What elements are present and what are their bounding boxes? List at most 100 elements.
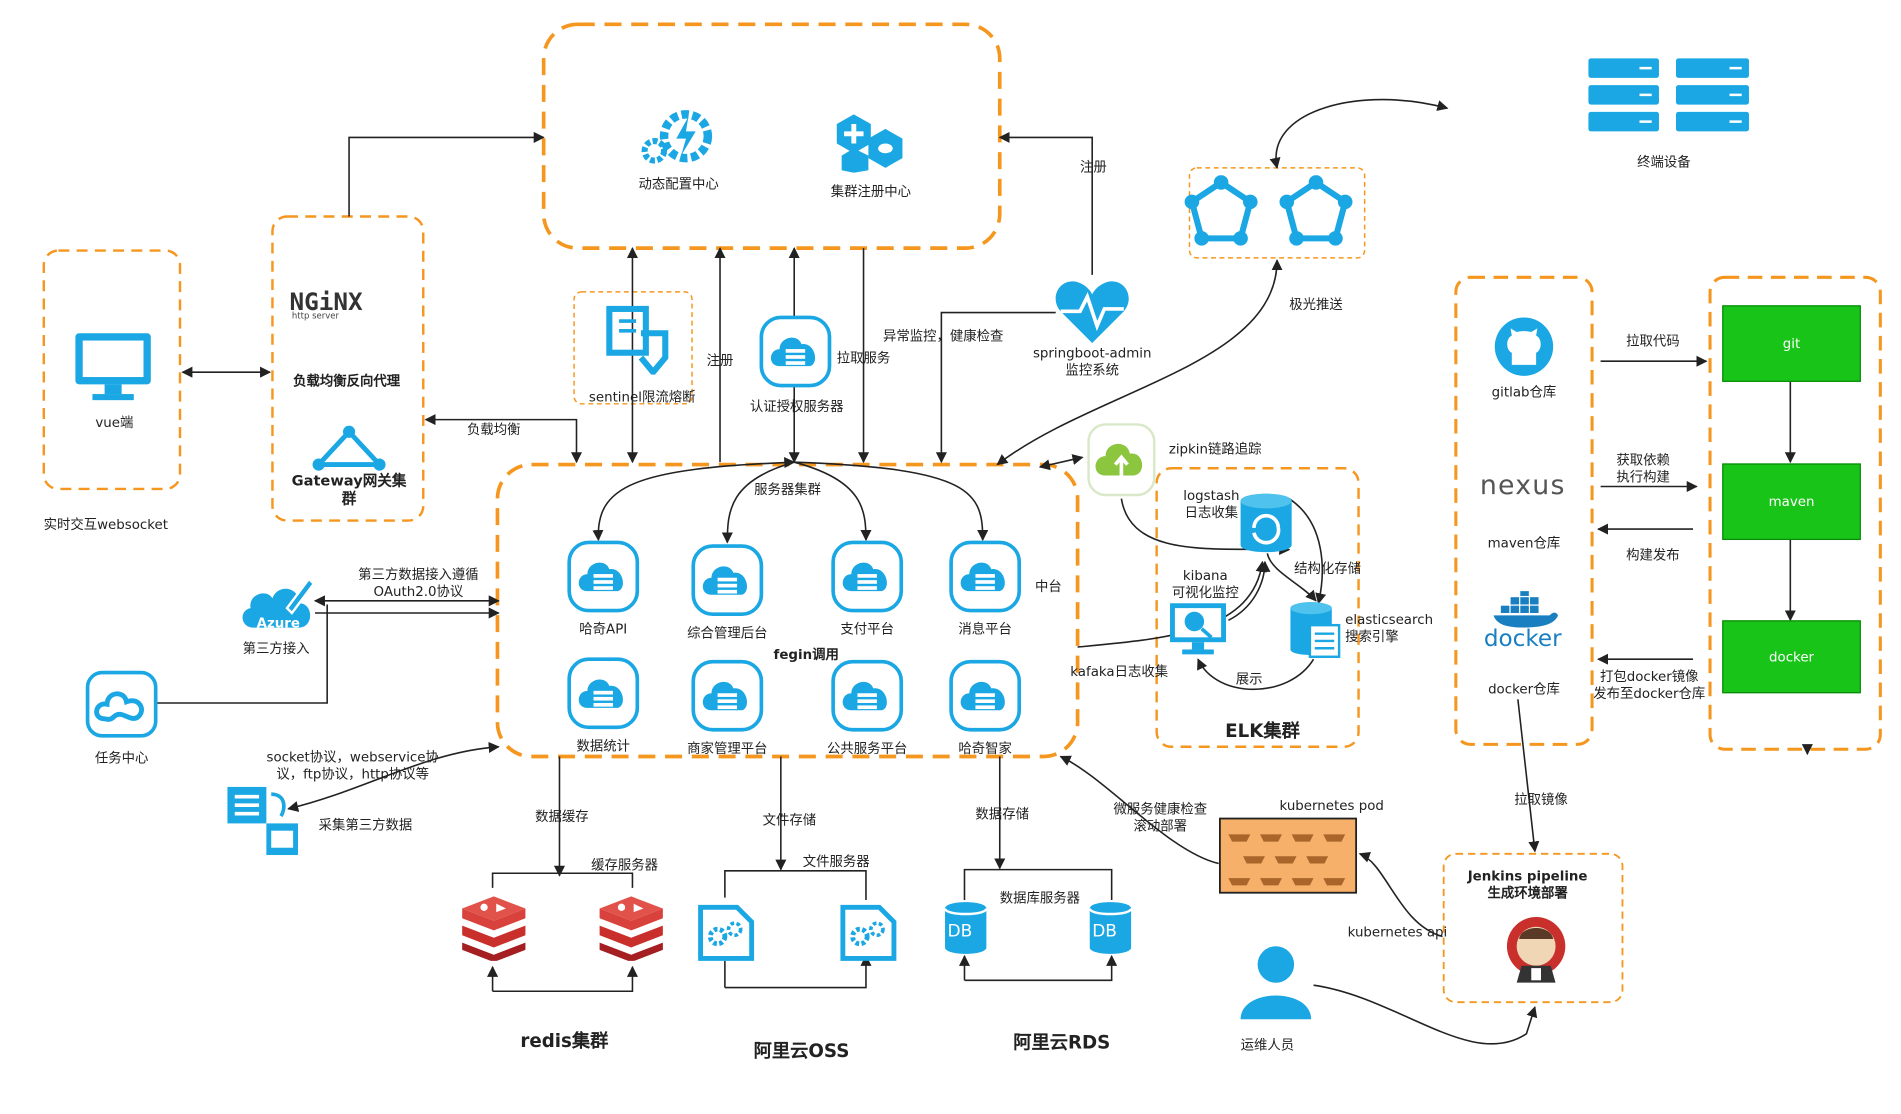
gear-bolt-icon: [641, 110, 713, 164]
docker-whale-icon: [1493, 591, 1559, 628]
jenkins-icon: [1506, 917, 1566, 983]
kibana-icon: [1170, 603, 1226, 655]
pull-image-label: 拉取镜像: [1514, 791, 1568, 808]
gateway-triangle-icon: [312, 425, 386, 471]
db-label-2: DB: [1092, 921, 1117, 942]
health-rolling-label: 微服务健康检查 滚动部署: [1113, 801, 1208, 835]
hexagon-cluster-icon: [836, 114, 903, 173]
file-storage-label: 文件存储: [762, 812, 817, 829]
service-label: 综合管理后台: [687, 625, 768, 641]
jpush-label: 极光推送: [1289, 296, 1343, 313]
sentinel-label: sentinel限流熔断: [588, 389, 696, 406]
fetch-deps-label: 获取依赖 执行构建: [1616, 452, 1670, 485]
data-cache-label: 数据缓存: [535, 808, 589, 825]
sentinel-icon: [606, 305, 669, 375]
server-cluster-label: 服务器集群: [754, 481, 821, 498]
elk-label: ELK集群: [1225, 720, 1300, 742]
pull-code-label: 拉取代码: [1626, 333, 1680, 350]
fegin-label: fegin调用: [773, 647, 839, 663]
file-server-label: 文件服务器: [802, 853, 870, 870]
pull-service-label: 拉取服务: [836, 350, 891, 367]
gitlab-label: gitlab仓库: [1491, 384, 1557, 401]
elk-frame: [1155, 467, 1360, 748]
kibana-label: kibana 可视化监控: [1171, 567, 1239, 601]
realtime-label: 实时交互websocket: [43, 516, 169, 533]
maven-box: maven: [1722, 463, 1861, 541]
collect-data-label: 采集第三方数据: [318, 817, 413, 834]
task-center-label: 任务中心: [94, 750, 149, 767]
logstash-label: logstash 日志收集: [1183, 487, 1240, 521]
nginx-label: 负载均衡反向代理: [293, 373, 401, 390]
task-center-icon: [85, 670, 158, 738]
elasticsearch-label: elasticsearch 搜索引擎: [1345, 611, 1434, 645]
logstash-icon: [1240, 493, 1292, 553]
springboot-admin-label: springboot-admin 监控系统: [1032, 345, 1152, 378]
redis-icon-1: [462, 896, 526, 961]
protocols-label: socket协议，webservice协 议，ftp协议，http协议等: [266, 749, 439, 782]
service-label: 数据统计: [576, 738, 631, 755]
display-label: 展示: [1235, 671, 1263, 688]
third-party-label: 第三方接入: [242, 640, 310, 657]
jpush-icon: [1184, 175, 1353, 246]
redis-cluster-label: redis集群: [520, 1030, 609, 1053]
gateway-label: Gateway网关集 群: [291, 471, 407, 508]
service-cloud-icon: [949, 540, 1022, 613]
db-icon-1: DB: [943, 901, 989, 955]
jenkins-label: Jenkins pipeline 生成环境部署: [1467, 868, 1588, 901]
azure-logo-text: Azure: [256, 615, 300, 632]
service-label: 哈奇API: [579, 621, 628, 638]
terminal-servers-icon: [1588, 58, 1749, 132]
cache-server-label: 缓存服务器: [591, 857, 658, 874]
maven-repo-label: maven仓库: [1487, 535, 1561, 551]
service-label: 消息平台: [958, 621, 1012, 638]
structured-storage-label: 结构化存储: [1294, 560, 1361, 577]
repo-frame: [1454, 275, 1594, 746]
oss-file-icon-2: [840, 904, 897, 961]
rds-label: 阿里云RDS: [1013, 1031, 1111, 1054]
azure-cloud-icon: [242, 577, 316, 628]
monitor-check-label: 异常监控，健康检查: [882, 328, 1004, 345]
nginx-logo: NGiNX: [289, 287, 363, 317]
platform-label: 中台: [1035, 578, 1062, 595]
service-label: 哈奇智家: [958, 740, 1012, 757]
service-cloud-icon: [949, 659, 1022, 732]
terminal-label: 终端设备: [1637, 154, 1691, 171]
auth-server-label: 认证授权服务器: [749, 398, 844, 415]
service-label: 商家管理平台: [687, 740, 768, 757]
service-cloud-icon: [831, 659, 904, 732]
service-cloud-icon: [691, 659, 764, 732]
git-box: git: [1722, 305, 1861, 382]
service-cloud-icon: [831, 540, 904, 613]
db-server-label: 数据库服务器: [999, 890, 1081, 907]
heartbeat-icon: [1055, 281, 1129, 343]
docker-repo-label: docker仓库: [1488, 681, 1560, 697]
push-docker-label: 打包docker镜像 发布至docker仓库: [1593, 668, 1706, 702]
vue-label: vue端: [95, 414, 134, 431]
cloud-server-icon: [759, 315, 832, 388]
db-icon-2: DB: [1087, 901, 1133, 955]
zipkin-icon: [1087, 423, 1156, 497]
service-cloud-icon: [567, 540, 640, 613]
dynamic-config-label: 动态配置中心: [638, 176, 719, 193]
zipkin-label: zipkin链路追踪: [1168, 441, 1262, 458]
nexus-logo: nexus: [1479, 470, 1566, 502]
pipeline-frame: [1708, 275, 1882, 751]
gitlab-icon: [1494, 317, 1554, 376]
oss-file-icon-1: [698, 904, 755, 961]
build-release-label: 构建发布: [1626, 547, 1680, 564]
registry-label: 集群注册中心: [830, 183, 911, 200]
ops-label: 运维人员: [1240, 1037, 1295, 1054]
kafka-logs-label: kafaka日志收集: [1070, 664, 1169, 680]
db-label-1: DB: [947, 921, 973, 942]
redis-icon-2: [599, 896, 663, 961]
service-cloud-icon: [567, 657, 640, 730]
docker-box: docker: [1722, 620, 1861, 694]
service-label: 支付平台: [840, 621, 894, 638]
third-party-access-label: 第三方数据接入遵循 OAuth2.0协议: [358, 566, 479, 600]
load-balance-label: 负载均衡: [467, 422, 521, 438]
kubernetes-api-label: kubernetes api: [1347, 924, 1448, 941]
docker-logo: docker: [1483, 625, 1562, 652]
config-center-frame: [541, 22, 1002, 250]
kubernetes-pod-icon: [1218, 817, 1358, 894]
